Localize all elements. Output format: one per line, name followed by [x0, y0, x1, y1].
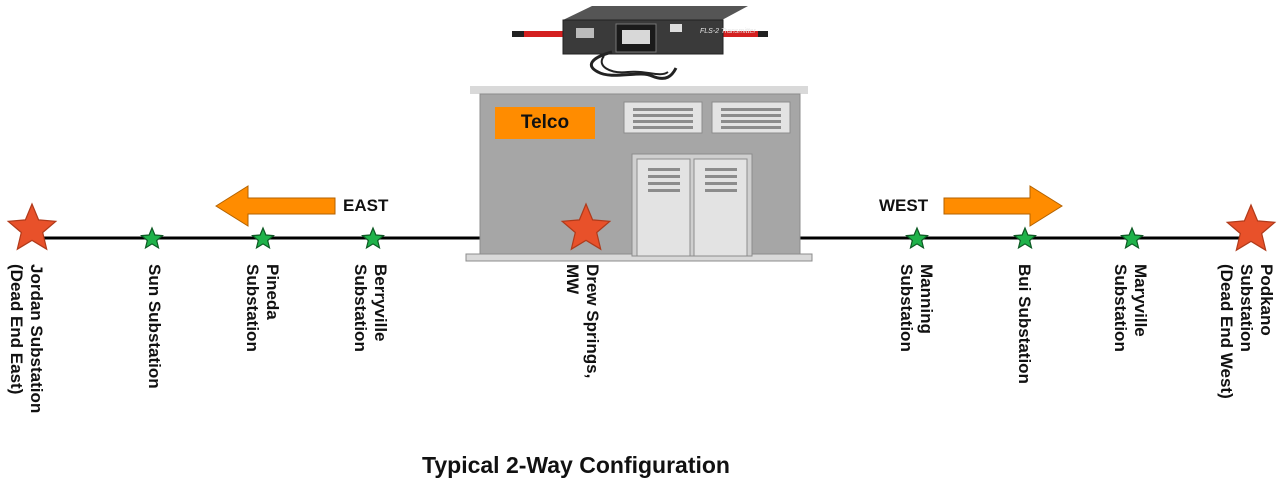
green-star-marker-6	[1012, 226, 1038, 250]
transmitter-device	[512, 6, 768, 80]
east-label: EAST	[343, 196, 389, 215]
red-star-marker-0	[6, 202, 58, 251]
site-label-4: Drew Springs, MW	[563, 264, 602, 379]
site-label-1: Sun Substation	[145, 264, 164, 389]
site-label-3: Berryville Substation	[351, 264, 390, 352]
west-arrow	[943, 185, 1063, 227]
green-star-marker-5	[904, 226, 930, 250]
building-roof	[470, 86, 808, 94]
green-star-marker-3	[360, 226, 386, 250]
building-doors	[631, 153, 753, 257]
roof-vent-right	[711, 101, 791, 134]
red-star-marker-4	[560, 202, 612, 251]
telco-building	[465, 86, 813, 262]
site-label-7: Maryville Substation	[1111, 264, 1150, 352]
east-arrow	[215, 185, 336, 227]
site-label-0: Jordan Substation (Dead End East)	[7, 264, 46, 414]
diagram-caption: Typical 2-Way Configuration	[422, 452, 730, 478]
site-markers	[6, 202, 1277, 252]
red-star-marker-8	[1225, 203, 1277, 252]
site-label-8: Podkano Substation (Dead End West)	[1217, 264, 1276, 399]
green-star-marker-1	[139, 226, 165, 250]
site-label-6: Bui Substation	[1015, 264, 1034, 384]
green-star-marker-2	[250, 226, 276, 250]
roof-vent-left	[623, 101, 703, 134]
site-label-2: Pineda Substation	[243, 264, 282, 352]
west-label: WEST	[879, 196, 929, 215]
telco-sign: Telco	[495, 107, 595, 139]
site-label-5: Manning Substation	[897, 264, 936, 352]
green-star-marker-7	[1119, 226, 1145, 250]
device-model-label: FLS-2 Transmitter	[700, 28, 756, 35]
